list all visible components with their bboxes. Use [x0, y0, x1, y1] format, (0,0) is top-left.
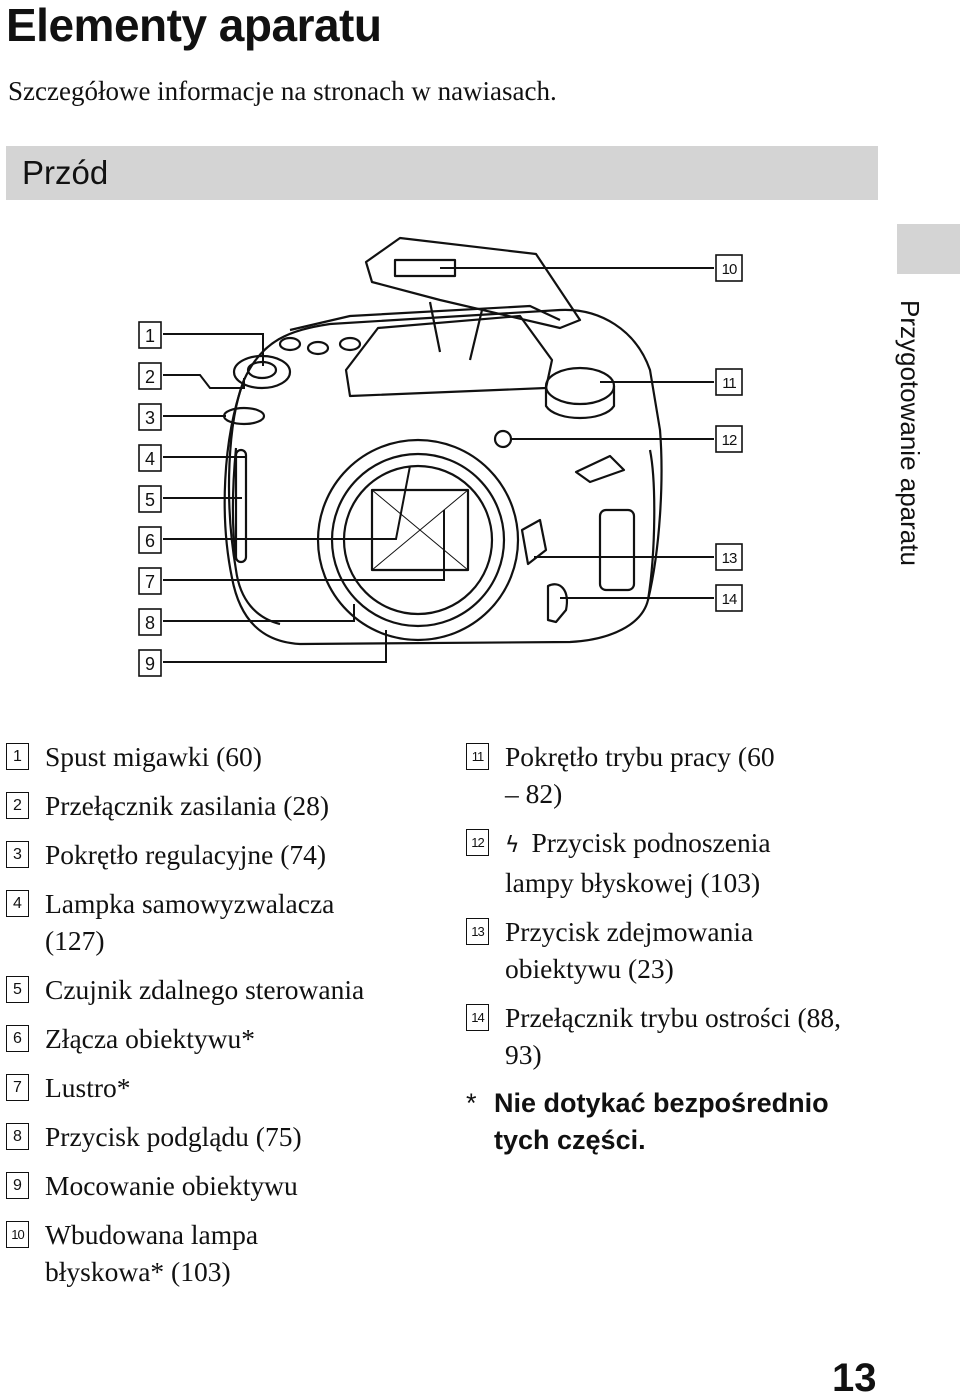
item-number: 1: [6, 743, 29, 770]
callout-4: 4: [138, 444, 162, 472]
section-header: Przód: [6, 146, 878, 200]
list-item: 1 Spust migawki (60): [6, 738, 446, 775]
callout-3: 3: [138, 403, 162, 431]
item-number: 5: [6, 976, 29, 1003]
callout-5: 5: [138, 485, 162, 513]
svg-text:7: 7: [145, 572, 155, 592]
callout-labels: 1 2 3 4 5 6 7 8 9 10 11 12 13 14: [138, 254, 743, 677]
item-label: Przycisk podnoszenia lampy błyskowej (10…: [505, 827, 771, 898]
callout-6: 6: [138, 526, 162, 554]
svg-text:2: 2: [145, 367, 155, 387]
item-number: 10: [6, 1221, 29, 1248]
page-subtitle: Szczegółowe informacje na stronach w naw…: [8, 76, 557, 106]
item-label: Pokrętło trybu pracy (60 – 82): [505, 741, 775, 809]
svg-text:10: 10: [722, 261, 737, 278]
side-tab-marker: [897, 224, 960, 274]
page-number: 13: [832, 1356, 877, 1400]
item-label: Złącza obiektywu*: [45, 1023, 255, 1054]
side-door: [598, 508, 636, 592]
mirror-shape: [370, 488, 470, 572]
list-item: 14 Przełącznik trybu ostrości (88, 93): [466, 999, 886, 1073]
callout-12: 12: [715, 425, 743, 453]
item-number: 13: [466, 918, 489, 945]
item-label: Przycisk zdejmowania obiektywu (23): [505, 916, 754, 984]
callout-14: 14: [715, 584, 743, 612]
svg-text:11: 11: [722, 375, 736, 392]
warning-note: * Nie dotykać bezpośrednio tych części.: [466, 1085, 886, 1159]
list-item: 11 Pokrętło trybu pracy (60 – 82): [466, 738, 886, 812]
camera-front-diagram: 1 2 3 4 5 6 7 8 9 10 11 12 13 14: [138, 236, 743, 677]
focus-switch-shape: [546, 583, 568, 624]
svg-text:9: 9: [145, 654, 155, 674]
item-number: 3: [6, 841, 29, 868]
item-label: Lampka samowyzwalacza (127): [45, 888, 335, 956]
popup-flash: [364, 236, 582, 330]
note-marker: *: [466, 1088, 477, 1118]
callout-10: 10: [715, 254, 743, 282]
callout-8: 8: [138, 608, 162, 636]
list-item: 4 Lampka samowyzwalacza (127): [6, 885, 446, 959]
lens-release-shape: [520, 518, 548, 566]
grip-outline: [227, 379, 281, 626]
note-text: Nie dotykać bezpośrednio tych części.: [494, 1088, 829, 1155]
item-number: 8: [6, 1123, 29, 1150]
item-label: Czujnik zdalnego sterowania: [45, 974, 365, 1005]
callout-13: 13: [715, 543, 743, 571]
list-item: 2 Przełącznik zasilania (28): [6, 787, 446, 824]
svg-text:5: 5: [145, 490, 155, 510]
mode-dial-top: [544, 366, 616, 406]
svg-text:8: 8: [145, 613, 155, 633]
item-label: Przełącznik zasilania (28): [45, 790, 330, 821]
pentaprism-outline: [344, 314, 554, 398]
camera-body-outline: [223, 308, 663, 646]
strap-lug: [574, 454, 626, 484]
parts-list-left: 1 Spust migawki (60) 2 Przełącznik zasilan…: [6, 738, 446, 1302]
side-chapter-label: Przygotowanie aparatu: [895, 300, 925, 566]
list-item: 7 Lustro*: [6, 1069, 446, 1106]
remote-sensor-shape: [234, 448, 248, 564]
item-label: Przełącznik trybu ostrości (88, 93): [505, 1002, 842, 1070]
item-number: 2: [6, 792, 29, 819]
callout-1: 1: [138, 321, 162, 349]
callout-7: 7: [138, 567, 162, 595]
callout-11: 11: [715, 368, 743, 396]
item-number: 6: [6, 1025, 29, 1052]
svg-text:14: 14: [722, 591, 737, 608]
list-item: 5 Czujnik zdalnego sterowania: [6, 971, 446, 1008]
item-label: Przycisk podglądu (75): [45, 1121, 302, 1152]
list-item: 9 Mocowanie obiektywu: [6, 1167, 446, 1204]
list-item: 10 Wbudowana lampa błyskowa* (103): [6, 1216, 446, 1290]
callout-2: 2: [138, 362, 162, 390]
list-item: 13 Przycisk zdejmowania obiektywu (23): [466, 913, 886, 987]
item-label: Pokrętło regulacyjne (74): [45, 839, 327, 870]
svg-text:4: 4: [145, 449, 155, 469]
list-item: 3 Pokrętło regulacyjne (74): [6, 836, 446, 873]
item-number: 11: [466, 743, 489, 770]
item-number: 7: [6, 1074, 29, 1101]
item-number: 12: [466, 829, 489, 856]
svg-text:6: 6: [145, 531, 155, 551]
item-label: Mocowanie obiektywu: [45, 1170, 298, 1201]
svg-text:12: 12: [722, 432, 737, 449]
page-title: Elementy aparatu: [6, 0, 382, 51]
section-title: Przód: [22, 154, 109, 191]
list-item: 8 Przycisk podglądu (75): [6, 1118, 446, 1155]
svg-text:1: 1: [145, 326, 155, 346]
flash-button-shape: [493, 429, 513, 449]
item-number: 4: [6, 890, 29, 917]
callout-9: 9: [138, 649, 162, 677]
svg-text:3: 3: [145, 408, 155, 428]
item-number: 14: [466, 1004, 489, 1031]
item-number: 9: [6, 1172, 29, 1199]
list-item: 6 Złącza obiektywu*: [6, 1020, 446, 1057]
flash-icon: ϟ: [505, 833, 520, 858]
item-label: Lustro*: [45, 1072, 131, 1103]
item-label: Wbudowana lampa błyskowa* (103): [45, 1219, 259, 1287]
svg-text:13: 13: [722, 550, 737, 567]
control-wheel: [222, 406, 266, 426]
item-label: Spust migawki (60): [45, 741, 262, 772]
